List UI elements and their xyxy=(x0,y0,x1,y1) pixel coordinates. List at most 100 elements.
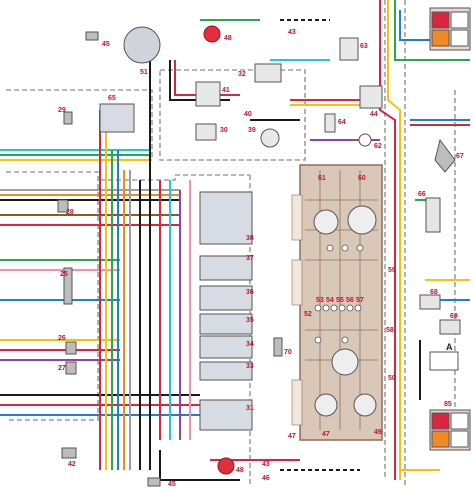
component-66-resistor xyxy=(425,197,441,233)
label-66: 66 xyxy=(418,191,426,198)
label-27: 27 xyxy=(58,365,66,372)
block-36 xyxy=(199,285,253,311)
left-sensors xyxy=(57,31,283,487)
gauge-50 xyxy=(331,348,359,376)
label-54: 54 xyxy=(326,297,334,304)
cluster-connector-top xyxy=(291,194,303,426)
label-52: 52 xyxy=(304,311,312,318)
label-44: 44 xyxy=(370,111,378,118)
block-37 xyxy=(199,255,253,281)
block-34 xyxy=(199,335,253,359)
label-28: 28 xyxy=(66,209,74,216)
instrument-cluster-panel xyxy=(291,164,383,441)
right-components xyxy=(419,7,471,451)
label-36: 36 xyxy=(246,289,254,296)
label-35: 35 xyxy=(246,317,254,324)
label-40: 40 xyxy=(244,111,252,118)
block-38 xyxy=(199,191,253,245)
component-62 xyxy=(358,133,372,147)
label-47: 47 xyxy=(288,433,296,440)
component-44 xyxy=(359,85,383,109)
component-68 xyxy=(419,294,441,310)
label-62: 62 xyxy=(374,143,382,150)
label-67: 67 xyxy=(456,153,464,160)
sensor-25-spark-plug xyxy=(63,267,73,305)
label-70: 70 xyxy=(284,349,292,356)
label-31: 31 xyxy=(246,405,254,412)
label-60: 60 xyxy=(358,175,366,182)
label-43a: 43 xyxy=(288,29,296,36)
connector-A-label: A xyxy=(446,342,453,352)
label-50: 50 xyxy=(388,375,396,382)
label-45b: 45 xyxy=(168,481,176,488)
indicator-lamps xyxy=(314,244,364,344)
gauge-49 xyxy=(353,393,377,417)
red-lamps xyxy=(203,25,235,475)
component-69 xyxy=(439,319,461,335)
label-61: 61 xyxy=(318,175,326,182)
lamp-48-top xyxy=(203,25,221,43)
sensor-42 xyxy=(61,447,77,459)
component-41-relay xyxy=(195,81,221,107)
label-33: 33 xyxy=(246,363,254,370)
label-46: 46 xyxy=(262,475,270,482)
label-49: 49 xyxy=(374,429,382,436)
sensor-70 xyxy=(273,337,283,357)
label-26: 26 xyxy=(58,335,66,342)
component-67-sensor xyxy=(434,138,456,173)
connector-A xyxy=(429,351,459,371)
label-48b: 48 xyxy=(236,467,244,474)
label-25: 25 xyxy=(60,271,68,278)
label-32: 32 xyxy=(238,71,246,78)
label-37: 37 xyxy=(246,255,254,262)
label-51: 51 xyxy=(140,69,148,76)
label-68: 68 xyxy=(430,289,438,296)
label-59: 59 xyxy=(388,267,396,274)
label-47b: 47 xyxy=(322,431,330,438)
label-29: 29 xyxy=(58,107,66,114)
label-45a: 45 xyxy=(102,41,110,48)
label-56: 56 xyxy=(346,297,354,304)
sensor-45-bottom xyxy=(147,477,161,487)
block-35 xyxy=(199,313,253,335)
sensor-29 xyxy=(63,111,73,125)
component-64 xyxy=(324,113,336,133)
top-components xyxy=(123,26,383,148)
label-58: 58 xyxy=(386,327,394,334)
gauge-61 xyxy=(313,209,339,235)
switch-blocks xyxy=(99,103,253,431)
label-65: 65 xyxy=(108,95,116,102)
sensor-27 xyxy=(65,361,77,375)
label-64: 64 xyxy=(338,119,346,126)
label-41: 41 xyxy=(222,87,230,94)
wire-bundle-vertical xyxy=(99,60,191,470)
sensor-26 xyxy=(65,341,77,355)
component-39 xyxy=(260,128,280,148)
label-55: 55 xyxy=(336,297,344,304)
label-42: 42 xyxy=(68,461,76,468)
component-51-motor xyxy=(123,26,161,64)
sensor-28 xyxy=(57,199,69,213)
block-33 xyxy=(199,361,253,381)
label-57: 57 xyxy=(356,297,364,304)
label-69: 69 xyxy=(450,313,458,320)
component-32-relay xyxy=(254,63,282,83)
sensor-45-top xyxy=(85,31,99,41)
label-34: 34 xyxy=(246,341,254,348)
wire-bundle-right xyxy=(379,0,470,480)
label-30: 30 xyxy=(220,127,228,134)
label-39: 39 xyxy=(248,127,256,134)
gauge-48 xyxy=(314,393,338,417)
label-48a: 48 xyxy=(224,35,232,42)
label-85: 85 xyxy=(444,401,452,408)
label-38: 38 xyxy=(246,235,254,242)
label-53: 53 xyxy=(316,297,324,304)
wire-bottom xyxy=(159,450,440,481)
component-30 xyxy=(195,123,217,141)
block-89 xyxy=(99,103,135,133)
label-63: 63 xyxy=(360,43,368,50)
label-43b: 43 xyxy=(262,461,270,468)
component-labels: 45 51 48 43 63 32 41 30 39 64 44 62 65 2… xyxy=(58,29,464,488)
lamp-48-bottom xyxy=(217,457,235,475)
